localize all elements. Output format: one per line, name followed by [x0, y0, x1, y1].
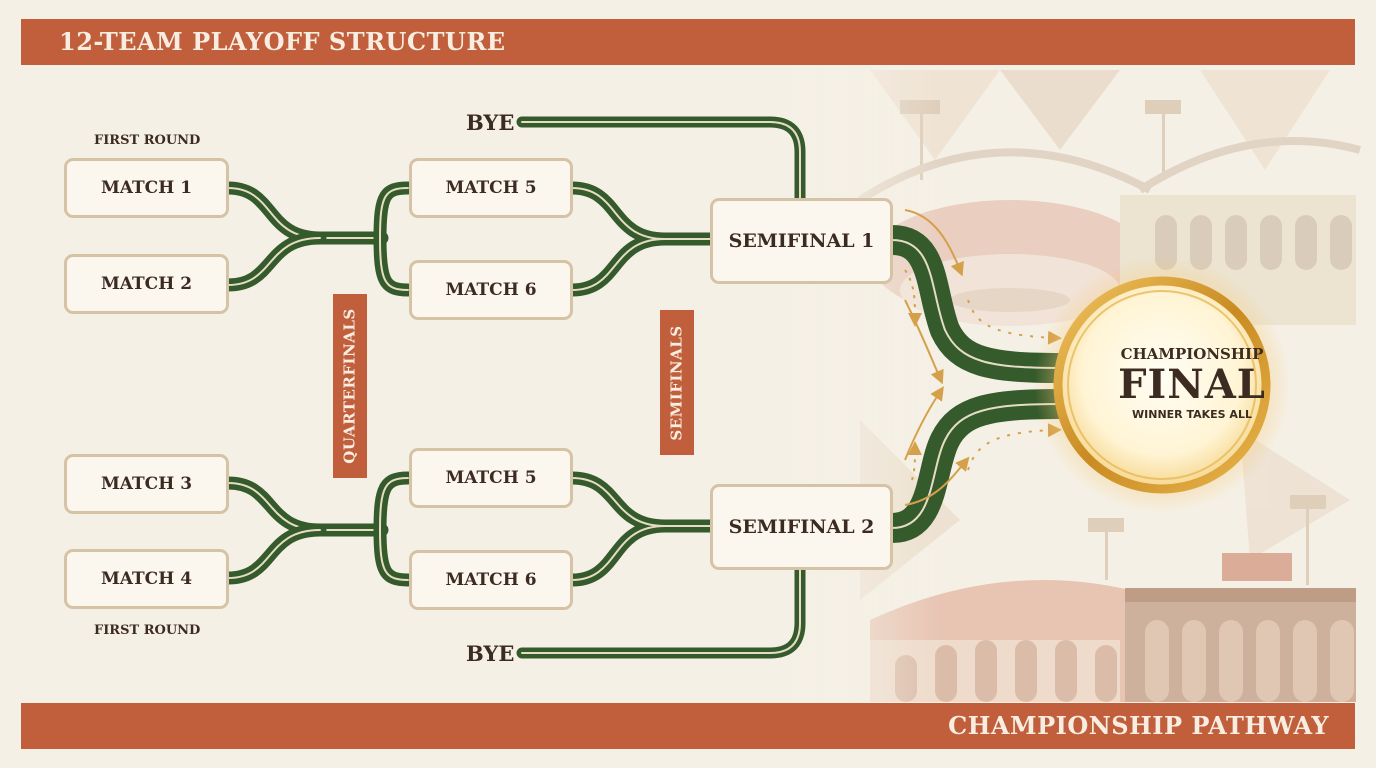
page-title: 12-TEAM PLAYOFF STRUCTURE — [59, 27, 506, 56]
track-match3-to-qf — [221, 476, 389, 537]
first-round-label-top: FIRST ROUND — [94, 133, 201, 148]
qf-box-match-6-top: MATCH 6 — [409, 260, 573, 320]
footer-banner: CHAMPIONSHIP PATHWAY — [21, 703, 1355, 749]
final-line-1: CHAMPIONSHIP — [1120, 345, 1264, 363]
match-box-match-1: MATCH 1 — [64, 158, 229, 218]
championship-final-label: CHAMPIONSHIP FINAL WINNER TAKES ALL — [1058, 345, 1326, 423]
final-line-2: FINAL — [1118, 361, 1266, 408]
track-qf-split-top — [373, 181, 415, 297]
track-bye-top — [516, 116, 806, 206]
header-banner: 12-TEAM PLAYOFF STRUCTURE — [21, 19, 1355, 65]
semifinal-2-box: SEMIFINAL 2 — [710, 484, 893, 570]
track-match1-to-qf — [221, 181, 389, 245]
track-semi2-to-final — [877, 389, 1075, 543]
first-round-label-bottom: FIRST ROUND — [94, 623, 201, 638]
qf-box-match-5-bottom: MATCH 5 — [409, 448, 573, 508]
semifinals-label: SEMIFINALS — [660, 310, 694, 455]
track-bye-bottom — [516, 564, 806, 659]
track-qf-top-to-semi1 — [565, 181, 717, 297]
semifinals-label-text: SEMIFINALS — [668, 324, 686, 441]
bye-label-top: BYE — [466, 110, 515, 135]
quarterfinals-label-text: QUARTERFINALS — [341, 308, 360, 464]
semifinal-1-box: SEMIFINAL 1 — [710, 198, 893, 284]
match-box-match-4: MATCH 4 — [64, 549, 229, 609]
bracket-tracks — [221, 116, 1075, 659]
track-semi1-to-final — [877, 225, 1075, 383]
final-line-3: WINNER TAKES ALL — [1132, 408, 1252, 421]
flow-arrows — [904, 209, 1062, 506]
track-match2-to-qf — [221, 231, 327, 292]
footer-title: CHAMPIONSHIP PATHWAY — [948, 711, 1329, 740]
match-box-match-3: MATCH 3 — [64, 454, 229, 514]
qf-box-match-5-top: MATCH 5 — [409, 158, 573, 218]
track-match4-to-qf — [221, 523, 327, 585]
quarterfinals-label: QUARTERFINALS — [333, 294, 367, 478]
track-qf-bottom-to-semi2 — [565, 471, 717, 587]
bye-label-bottom: BYE — [466, 641, 515, 666]
championship-medallion — [1034, 257, 1290, 513]
match-box-match-2: MATCH 2 — [64, 254, 229, 314]
qf-box-match-6-bottom: MATCH 6 — [409, 550, 573, 610]
track-qf-split-bottom — [373, 471, 415, 587]
